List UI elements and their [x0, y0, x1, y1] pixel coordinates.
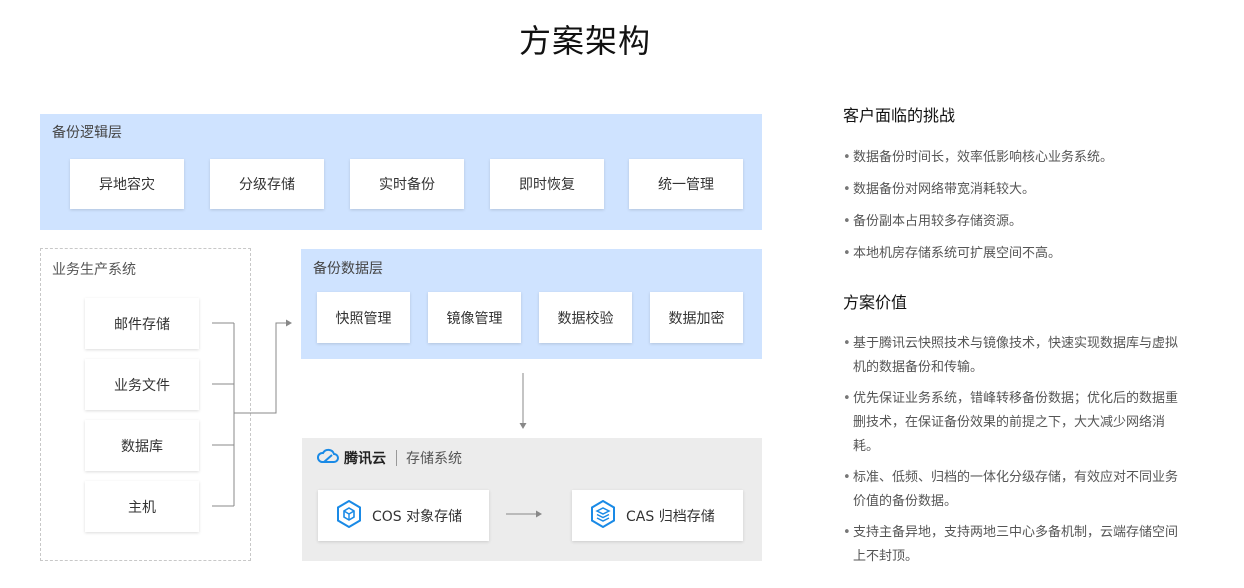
logic-card-tiered-storage: 分级存储 — [210, 159, 324, 209]
storage-card-cas: CAS 归档存储 — [572, 490, 743, 541]
data-layer-title: 备份数据层 — [313, 261, 383, 277]
logic-card-unified-management: 统一管理 — [629, 159, 743, 209]
logic-card-instant-recovery: 即时恢复 — [490, 159, 604, 209]
tencent-cloud-brand: 腾讯云 存储系统 — [316, 448, 462, 468]
value-item: 优先保证业务系统，错峰转移备份数据；优化后的数据重删技术，在保证备份效果的前提之… — [843, 387, 1183, 459]
brand-name: 腾讯云 — [344, 451, 386, 467]
page-title: 方案架构 — [518, 22, 651, 60]
cloud-logo-icon — [316, 448, 340, 468]
prod-to-data-arrowhead — [286, 319, 292, 327]
storage-system-title: 存储系统 — [406, 451, 462, 467]
logic-card-realtime-backup: 实时备份 — [350, 159, 464, 209]
data-card-image-management: 镜像管理 — [428, 292, 521, 343]
prod-card-business-files: 业务文件 — [85, 359, 199, 410]
production-system-title: 业务生产系统 — [52, 262, 136, 278]
cube-icon — [336, 499, 362, 532]
data-to-storage-arrowhead — [519, 423, 527, 429]
cos-label: COS 对象存储 — [372, 508, 463, 525]
logic-layer-title: 备份逻辑层 — [52, 125, 122, 141]
data-card-data-encryption: 数据加密 — [650, 292, 743, 343]
storage-card-cos: COS 对象存储 — [318, 490, 489, 541]
prod-card-database: 数据库 — [85, 420, 199, 471]
challenge-item: 数据备份时间长，效率低影响核心业务系统。 — [843, 146, 1183, 170]
backup-data-layer: 备份数据层 快照管理 镜像管理 数据校验 数据加密 — [301, 249, 762, 359]
challenges-list: 数据备份时间长，效率低影响核心业务系统。 数据备份对网络带宽消耗较大。 备份副本… — [843, 146, 1183, 274]
value-item: 标准、低频、归档的一体化分级存储，有效应对不同业务价值的备份数据。 — [843, 466, 1183, 514]
solution-value-heading: 方案价值 — [843, 293, 908, 312]
value-item: 基于腾讯云快照技术与镜像技术，快速实现数据库与虚拟机的数据备份和传输。 — [843, 332, 1183, 380]
backup-logic-layer: 备份逻辑层 异地容灾 分级存储 实时备份 即时恢复 统一管理 — [40, 114, 762, 230]
cas-label: CAS 归档存储 — [626, 508, 715, 525]
data-card-data-verification: 数据校验 — [539, 292, 632, 343]
logic-card-offsite-dr: 异地容灾 — [70, 159, 184, 209]
challenge-item: 备份副本占用较多存储资源。 — [843, 210, 1183, 234]
prod-card-host: 主机 — [85, 481, 199, 532]
challenge-item: 本地机房存储系统可扩展空间不高。 — [843, 242, 1183, 266]
brand-divider — [396, 450, 397, 466]
prod-card-mail-storage: 邮件存储 — [85, 298, 199, 349]
solution-value-list: 基于腾讯云快照技术与镜像技术，快速实现数据库与虚拟机的数据备份和传输。 优先保证… — [843, 332, 1183, 576]
layers-icon — [590, 499, 616, 532]
value-item: 支持主备异地，支持两地三中心多备机制，云端存储空间上不封顶。 — [843, 521, 1183, 569]
challenge-item: 数据备份对网络带宽消耗较大。 — [843, 178, 1183, 202]
production-system-group: 业务生产系统 邮件存储 业务文件 数据库 主机 — [40, 248, 251, 561]
storage-system-group: 腾讯云 存储系统 COS 对象存储 CAS 归档存储 — [302, 438, 762, 561]
challenges-heading: 客户面临的挑战 — [843, 106, 956, 125]
data-card-snapshot-management: 快照管理 — [317, 292, 410, 343]
